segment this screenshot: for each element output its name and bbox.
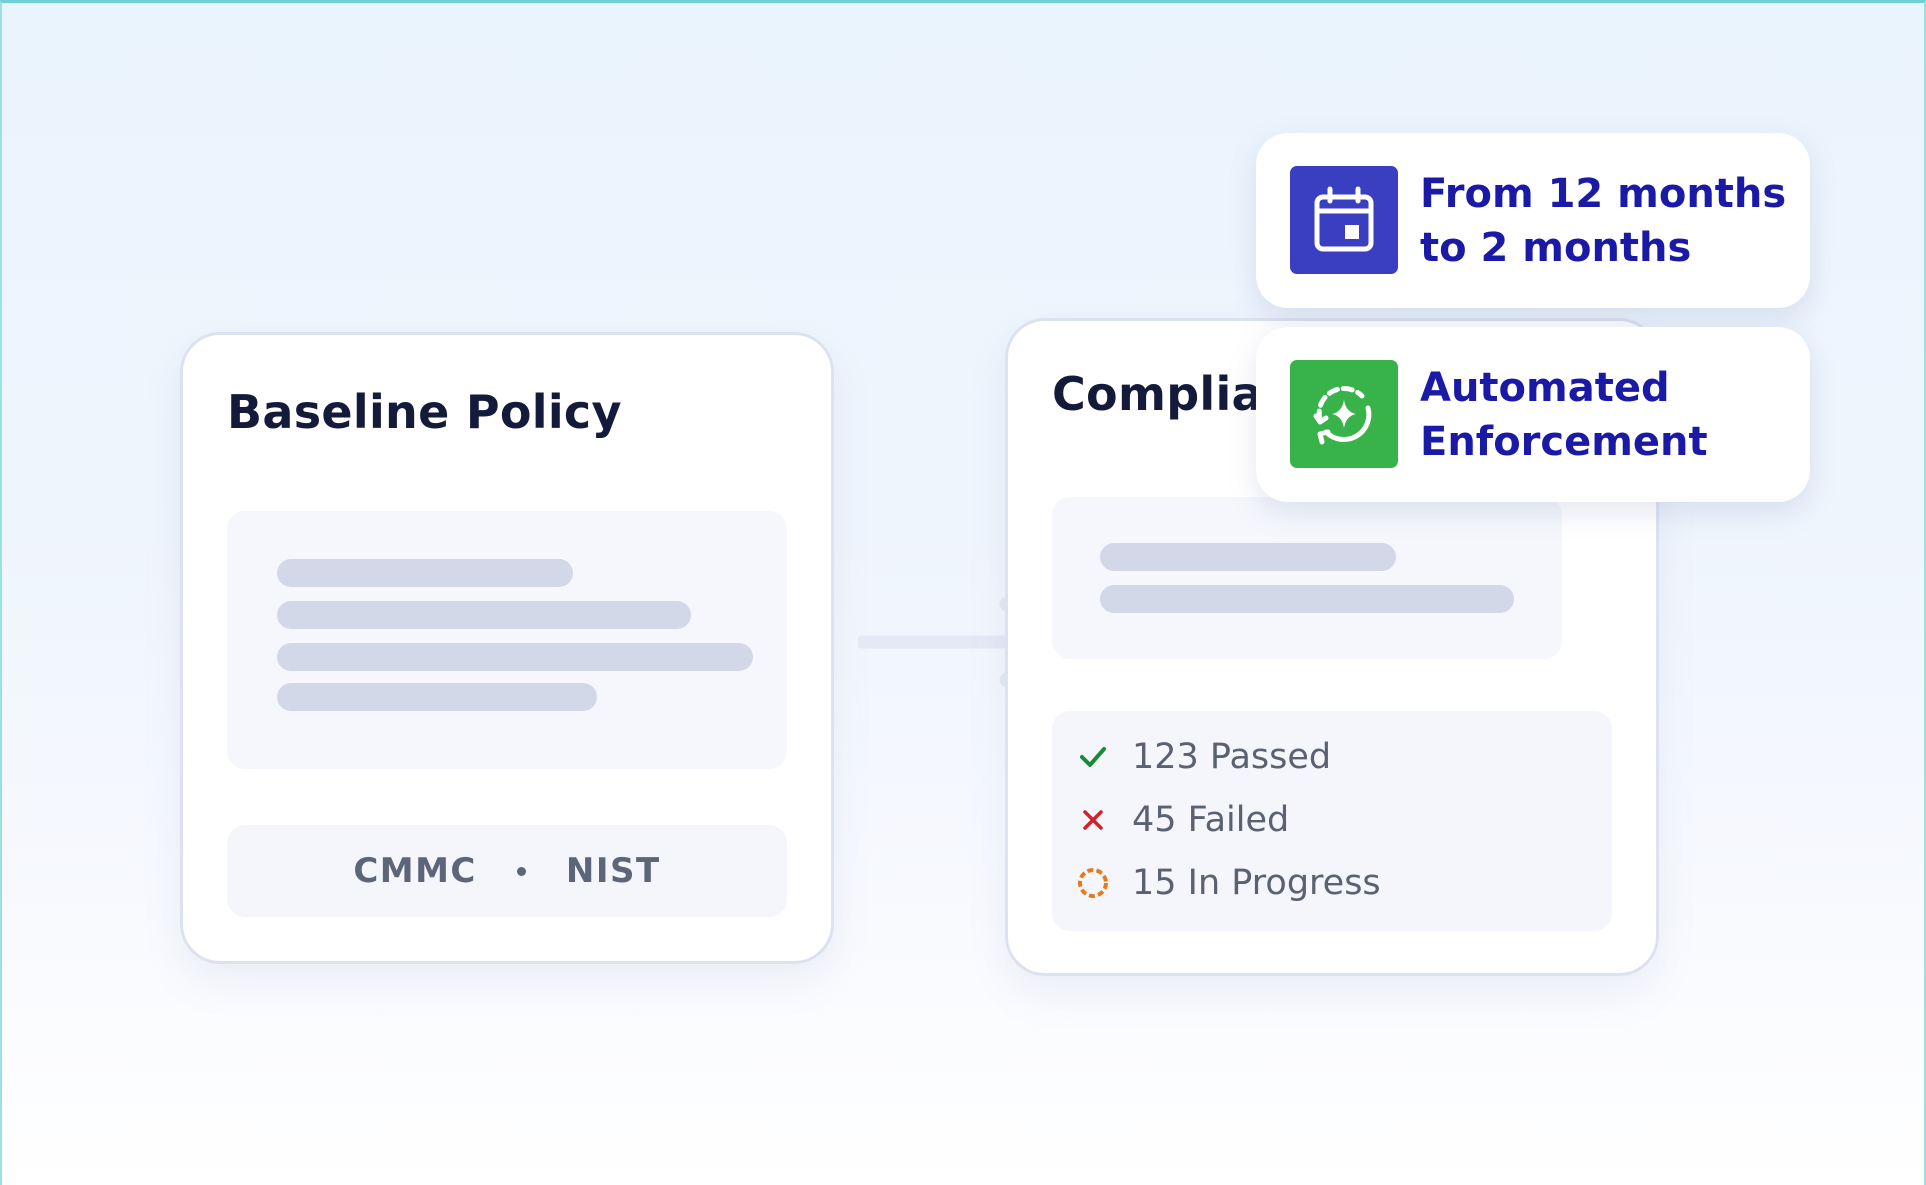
framework-nist: NIST — [565, 851, 661, 891]
status-failed: 45 Failed — [1076, 796, 1289, 844]
placeholder-line — [277, 643, 753, 671]
progress-ring-icon — [1076, 866, 1110, 900]
status-in-progress: 15 In Progress — [1076, 859, 1381, 907]
time-reduction-line1: From 12 months — [1420, 171, 1787, 217]
sync-sparkle-icon — [1290, 360, 1398, 468]
calendar-icon — [1290, 166, 1398, 274]
time-reduction-text: From 12 months to 2 months — [1420, 167, 1786, 275]
compliance-status-list: 123 Passed 45 Failed 15 In Progress — [1052, 711, 1612, 931]
check-icon — [1076, 740, 1110, 774]
status-passed-label: 123 Passed — [1132, 737, 1332, 777]
status-failed-label: 45 Failed — [1132, 800, 1290, 840]
policy-content-placeholder — [227, 511, 787, 769]
placeholder-line — [277, 683, 597, 711]
automated-enforcement-line1: Automated — [1420, 365, 1670, 411]
time-reduction-badge: From 12 months to 2 months — [1256, 133, 1810, 308]
automated-enforcement-line2: Enforcement — [1420, 419, 1708, 465]
placeholder-line — [1100, 543, 1396, 571]
placeholder-line — [277, 601, 691, 629]
framework-cmmc: CMMC — [353, 851, 477, 891]
separator-dot — [516, 866, 526, 876]
baseline-policy-card: Baseline Policy CMMC NIST — [180, 332, 834, 964]
status-in-progress-label: 15 In Progress — [1132, 863, 1381, 903]
automated-enforcement-badge: Automated Enforcement — [1256, 327, 1810, 502]
compliance-content-placeholder — [1052, 497, 1562, 659]
status-passed: 123 Passed — [1076, 733, 1331, 781]
compliance-title: Complia — [1052, 367, 1263, 421]
framework-tags: CMMC NIST — [227, 825, 787, 917]
automated-enforcement-text: Automated Enforcement — [1420, 361, 1708, 469]
baseline-policy-title: Baseline Policy — [227, 385, 622, 439]
time-reduction-line2: to 2 months — [1420, 225, 1692, 271]
placeholder-line — [277, 559, 573, 587]
x-icon — [1076, 803, 1110, 837]
placeholder-line — [1100, 585, 1514, 613]
